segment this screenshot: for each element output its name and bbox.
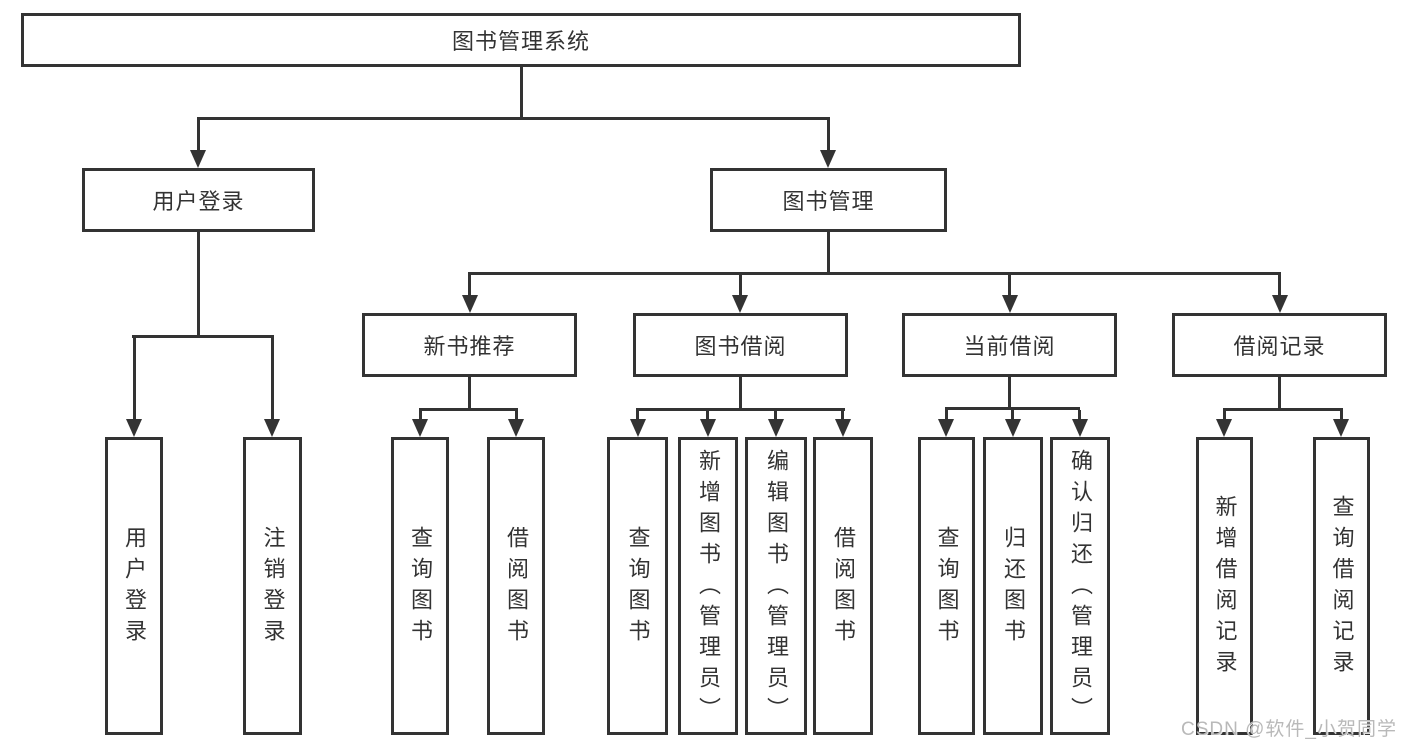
arrow-down-icon (768, 419, 784, 437)
leaf-logout: 注销登录 (243, 437, 302, 735)
leaf-add-books-admin: 新增图书（管理员） (678, 437, 738, 735)
connector-branch (1223, 408, 1343, 411)
leaf-edit-books-admin: 编辑图书（管理员） (745, 437, 807, 735)
connector-stem (1278, 376, 1281, 408)
connector-drop (841, 411, 844, 420)
arrow-down-icon (630, 419, 646, 437)
connector-drop (1008, 275, 1011, 296)
arrow-down-icon (508, 419, 524, 437)
arrow-down-icon (938, 419, 954, 437)
connector-stem (1008, 376, 1011, 407)
connector-drop (774, 411, 777, 420)
connector-stem (197, 231, 200, 335)
connector-stem (468, 376, 471, 408)
connector-root-stem (520, 66, 523, 117)
node-user-login: 用户登录 (82, 168, 315, 232)
node-borrow-records: 借阅记录 (1172, 313, 1387, 377)
connector-branch (636, 408, 845, 411)
arrow-down-icon (412, 419, 428, 437)
leaf-query-books-recommend: 查询图书 (391, 437, 449, 735)
arrow-down-icon (126, 419, 142, 437)
node-book-borrow: 图书借阅 (633, 313, 848, 377)
leaf-query-books-borrow: 查询图书 (607, 437, 668, 735)
connector-drop (827, 120, 830, 151)
node-current-borrow: 当前借阅 (902, 313, 1117, 377)
connector-drop (419, 411, 422, 420)
connector-drop (636, 411, 639, 420)
leaf-query-books-current: 查询图书 (918, 437, 975, 735)
leaf-return-books: 归还图书 (983, 437, 1043, 735)
connector-drop (1011, 410, 1014, 420)
arrow-down-icon (1072, 419, 1088, 437)
node-new-book-recommend: 新书推荐 (362, 313, 577, 377)
arrow-down-icon (835, 419, 851, 437)
connector-branch (132, 335, 274, 338)
connector-stem (827, 231, 830, 272)
arrow-down-icon (1002, 295, 1018, 313)
connector-drop (706, 411, 709, 420)
leaf-borrow-books: 借阅图书 (813, 437, 873, 735)
watermark: CSDN @软件_小贺同学 (1181, 719, 1397, 740)
connector-branch (468, 272, 1281, 275)
connector-root-branch (197, 117, 830, 120)
connector-branch (945, 407, 1080, 410)
node-library-management-system: 图书管理系统 (21, 13, 1021, 67)
arrow-down-icon (1005, 419, 1021, 437)
arrow-down-icon (190, 150, 206, 168)
connector-drop (739, 275, 742, 296)
connector-stem (739, 376, 742, 408)
connector-drop (1223, 411, 1226, 420)
connector-drop (1278, 275, 1281, 296)
arrow-down-icon (732, 295, 748, 313)
connector-drop (515, 411, 518, 420)
leaf-borrow-books-recommend: 借阅图书 (487, 437, 545, 735)
arrow-down-icon (820, 150, 836, 168)
arrow-down-icon (1216, 419, 1232, 437)
arrow-down-icon (462, 295, 478, 313)
arrow-down-icon (1272, 295, 1288, 313)
connector-drop (1340, 411, 1343, 420)
connector-drop (271, 338, 274, 420)
node-book-management: 图书管理 (710, 168, 947, 232)
leaf-confirm-return-admin: 确认归还（管理员） (1050, 437, 1110, 735)
connector-drop (133, 338, 136, 420)
connector-drop (1078, 410, 1081, 420)
arrow-down-icon (264, 419, 280, 437)
connector-drop (945, 410, 948, 420)
arrow-down-icon (700, 419, 716, 437)
leaf-query-borrow-record: 查询借阅记录 (1313, 437, 1370, 735)
connector-drop (468, 275, 471, 296)
leaf-add-borrow-record: 新增借阅记录 (1196, 437, 1253, 735)
connector-drop (197, 120, 200, 151)
leaf-user-login: 用户登录 (105, 437, 163, 735)
arrow-down-icon (1333, 419, 1349, 437)
connector-branch (419, 408, 518, 411)
